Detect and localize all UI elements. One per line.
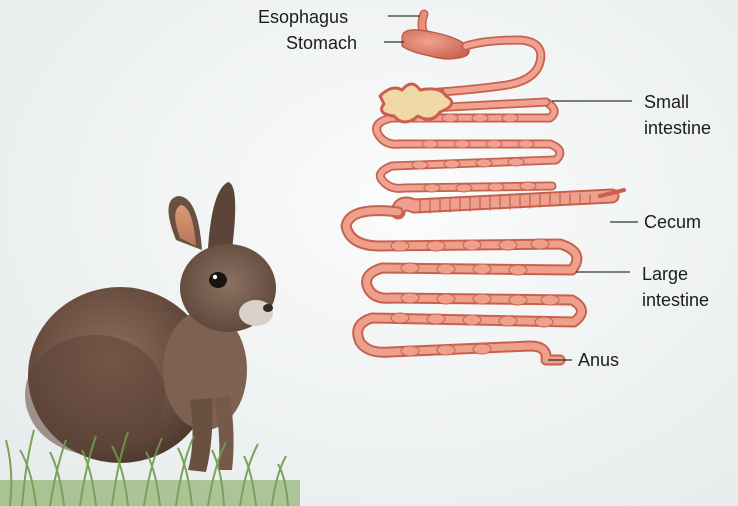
digestive-tract	[346, 14, 624, 360]
small-intestine-label-line1: Small	[644, 92, 689, 112]
stomach-label: Stomach	[286, 33, 357, 53]
rabbit-nose	[263, 304, 273, 312]
small-intestine-label-line2: intestine	[644, 118, 711, 138]
cecum	[398, 190, 624, 213]
large-intestine-label-line1: Large	[642, 264, 688, 284]
anus-label: Anus	[578, 350, 619, 370]
rabbit-muzzle	[239, 300, 273, 326]
rabbit-ear-right	[208, 182, 235, 250]
rabbit-illustration	[0, 182, 300, 506]
rabbit-eye-highlight	[213, 275, 217, 279]
stomach-shape	[402, 30, 469, 59]
rabbit-eye	[209, 272, 227, 288]
cecum-label: Cecum	[644, 212, 701, 232]
large-intestine	[346, 211, 582, 360]
rabbit-front-leg	[214, 396, 234, 470]
rabbit-front-leg	[188, 398, 212, 472]
esophagus-label: Esophagus	[258, 7, 348, 27]
large-intestine-label-line2: intestine	[642, 290, 709, 310]
